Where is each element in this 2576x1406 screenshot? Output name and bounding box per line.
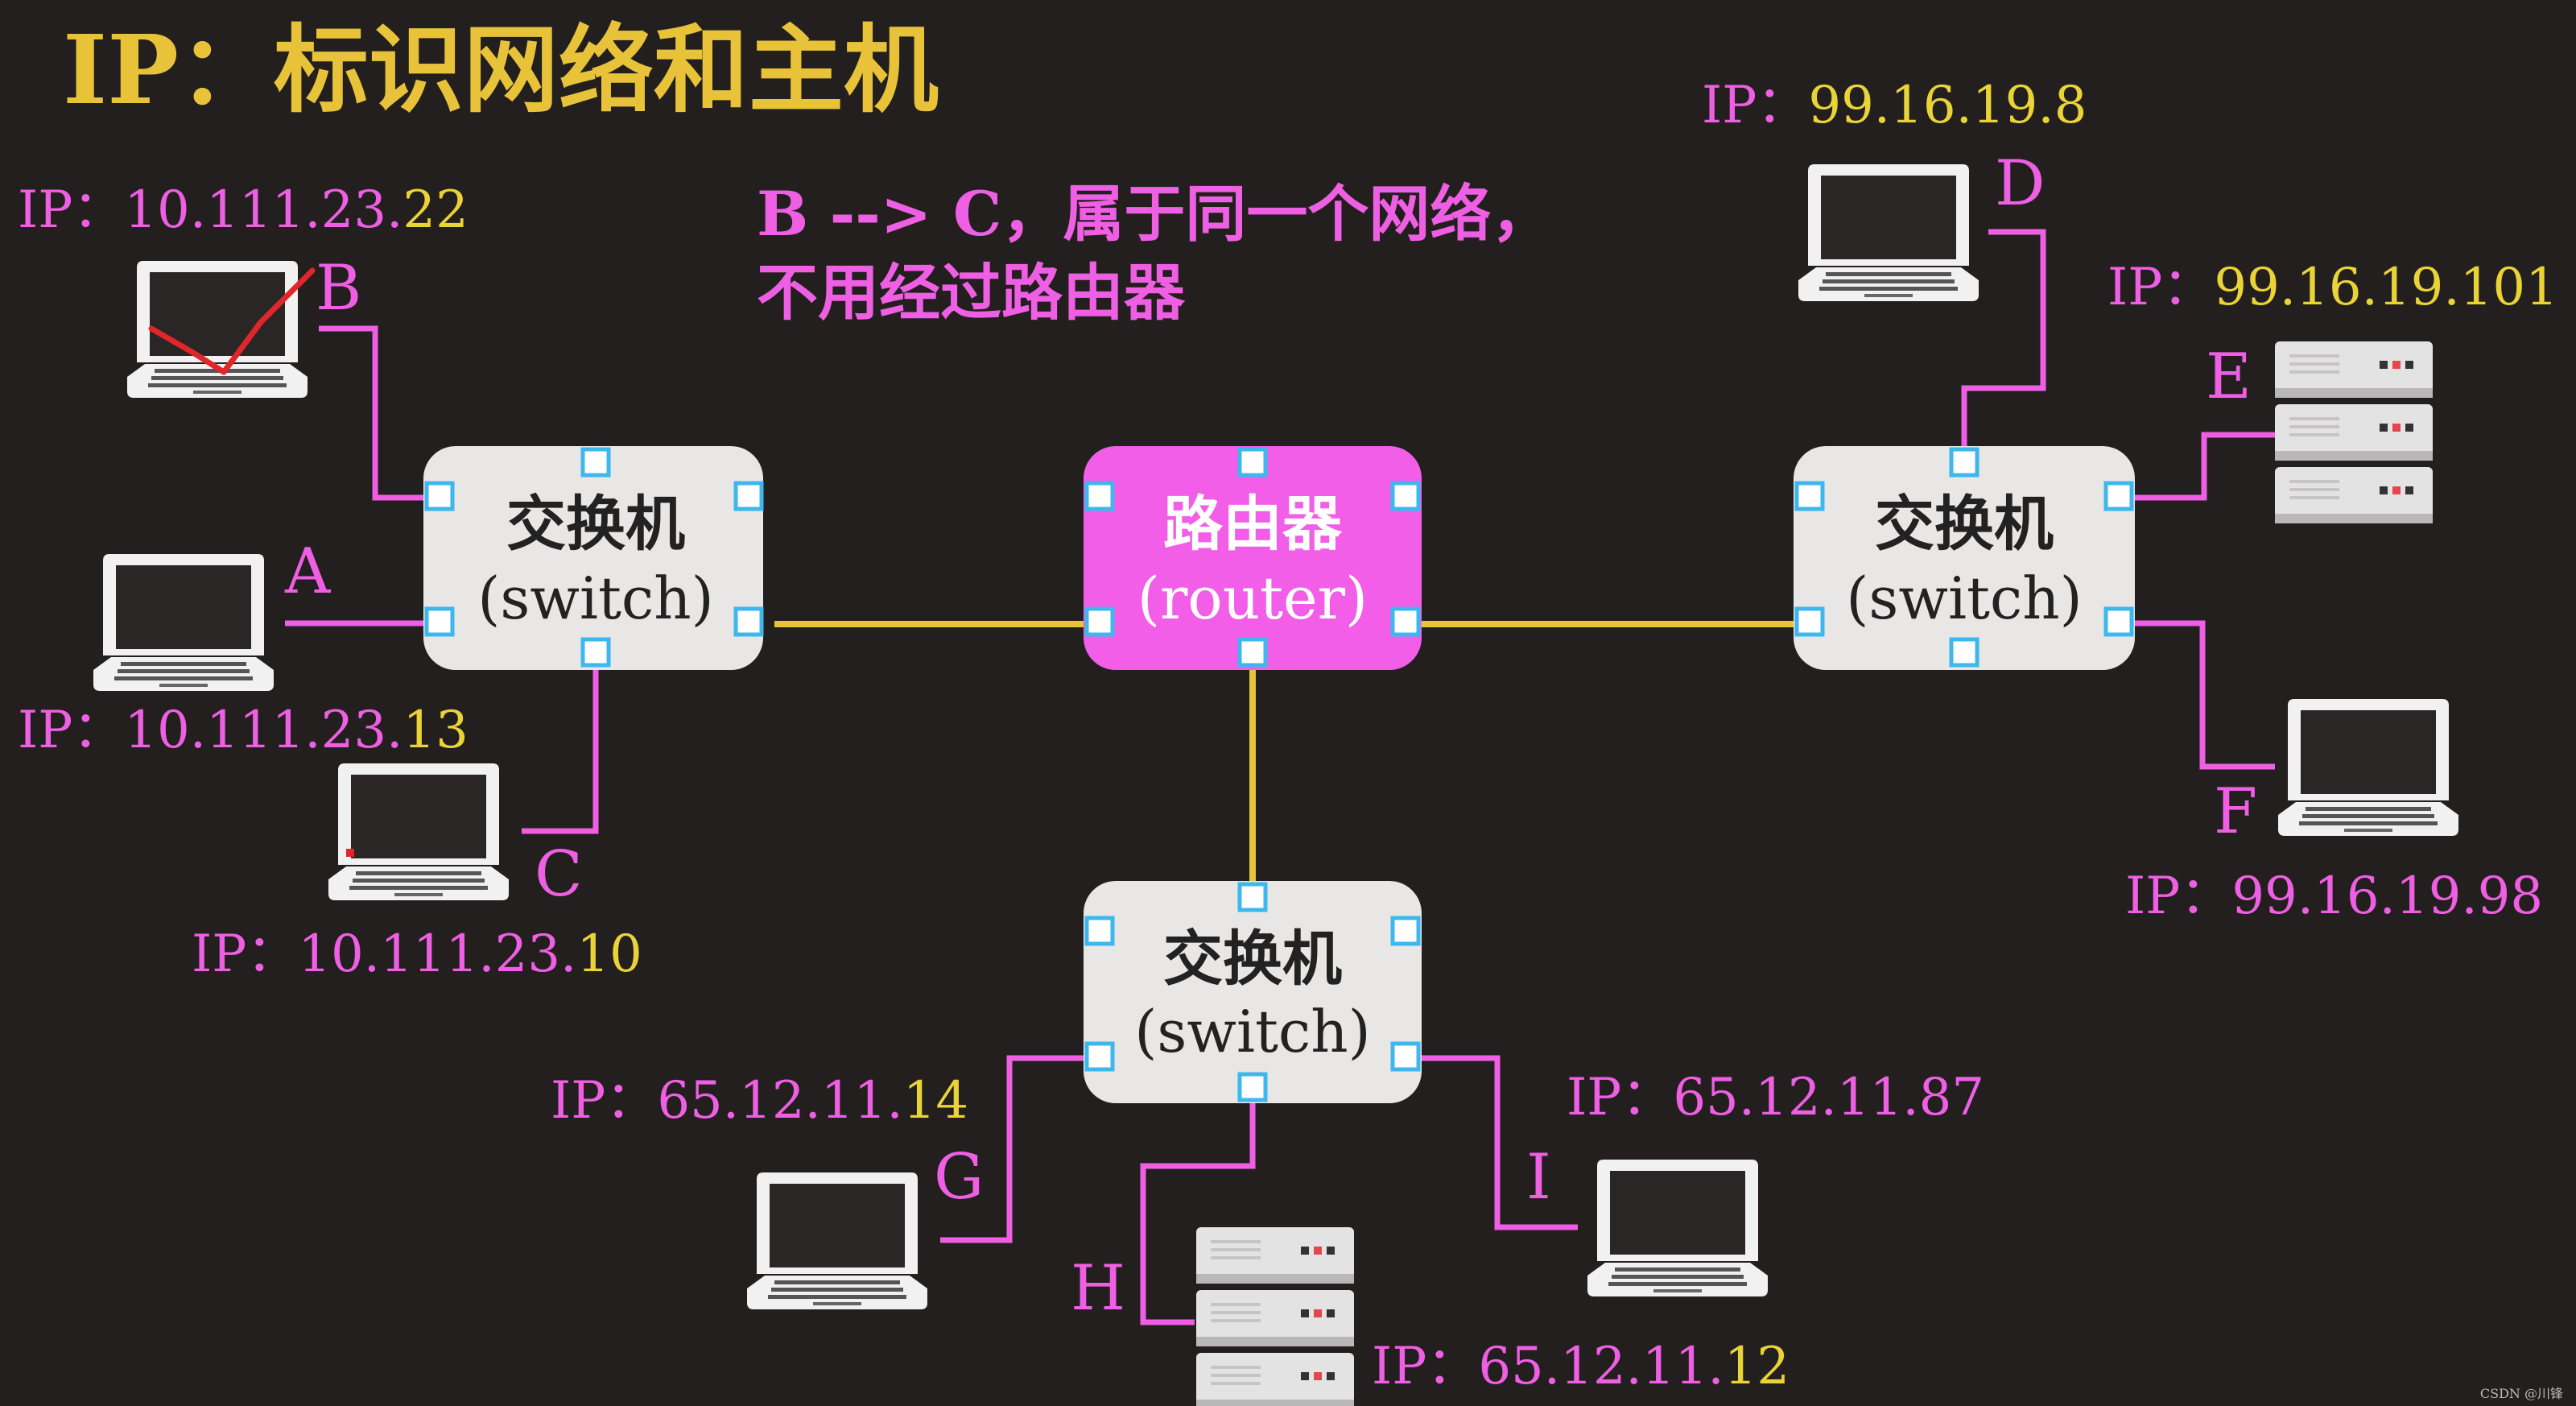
cursor-marker — [346, 849, 354, 857]
server-icon — [2275, 341, 2433, 523]
host-c-letter: C — [535, 838, 583, 911]
host-d-letter: D — [1995, 147, 2046, 220]
host-e: E IP：99.16.19.101 — [2107, 258, 2558, 523]
connections — [285, 229, 2275, 1325]
host-i-letter: I — [1526, 1141, 1551, 1214]
switch-left-sublabel: (switch) — [477, 564, 713, 632]
link-i — [1409, 1055, 1578, 1230]
router-label: 路由器 — [1163, 490, 1343, 559]
host-i-ip: IP：65.12.11.87 — [1567, 1068, 1984, 1127]
switch-right-label: 交换机 — [1875, 490, 2054, 559]
switch-right: 交换机 (switch) — [1794, 446, 2135, 670]
host-b-ip: IP：10.111.23.22 — [18, 180, 469, 240]
annotation-line-2: 不用经过路由器 — [757, 257, 1186, 329]
host-d-ip: IP：99.16.19.8 — [1702, 76, 2087, 135]
host-a-letter: A — [284, 536, 332, 608]
host-f-letter: F — [2214, 775, 2257, 848]
switch-left: 交换机 (switch) — [423, 446, 764, 670]
host-f-ip: IP：99.16.19.98 — [2125, 866, 2543, 926]
checkmark-icon — [148, 267, 316, 375]
link-g — [940, 1055, 1096, 1243]
link-c — [522, 654, 599, 834]
switch-bottom: 交换机 (switch) — [1084, 881, 1422, 1103]
switch-bottom-sublabel: (switch) — [1134, 998, 1370, 1065]
laptop-icon — [328, 763, 509, 900]
host-b: B IP：10.111.23.22 — [18, 180, 469, 398]
link-h — [1140, 1089, 1256, 1325]
router-sublabel: (router) — [1137, 564, 1368, 632]
laptop-icon — [2278, 699, 2458, 836]
laptop-icon — [1587, 1160, 1768, 1296]
switch-right-sublabel: (switch) — [1846, 564, 2082, 632]
host-h: H IP：65.12.11.12 — [1071, 1227, 1790, 1406]
switch-bottom-label: 交换机 — [1163, 924, 1342, 994]
host-h-letter: H — [1071, 1252, 1125, 1325]
link-e — [2122, 432, 2275, 501]
host-c-ip: IP：10.111.23.10 — [192, 924, 642, 984]
link-f — [2122, 620, 2275, 770]
host-g: G IP：65.12.11.14 — [551, 1071, 984, 1309]
host-a: A IP：10.111.23.13 — [18, 536, 469, 760]
host-g-ip: IP：65.12.11.14 — [551, 1071, 968, 1131]
link-b — [319, 325, 440, 501]
page-title: IP：标识网络和主机 — [63, 14, 939, 126]
host-e-ip: IP：99.16.19.101 — [2107, 258, 2558, 317]
router-node: 路由器 (router) — [1084, 446, 1422, 670]
host-c: C IP：10.111.23.10 — [192, 763, 642, 984]
link-d — [1961, 229, 2046, 469]
host-f: F IP：99.16.19.98 — [2125, 699, 2543, 926]
host-i: I IP：65.12.11.87 — [1526, 1068, 1984, 1296]
watermark: CSDN @川锋 — [2480, 1386, 2563, 1401]
host-a-ip: IP：10.111.23.13 — [18, 701, 469, 760]
server-icon — [1196, 1227, 1354, 1406]
host-h-ip: IP：65.12.11.12 — [1372, 1337, 1790, 1396]
host-b-letter: B — [316, 252, 361, 325]
laptop-icon — [1798, 164, 1979, 301]
host-g-letter: G — [934, 1141, 984, 1214]
host-d: D IP：99.16.19.8 — [1702, 76, 2087, 301]
laptop-icon — [747, 1172, 927, 1309]
switch-left-label: 交换机 — [506, 490, 685, 559]
annotation-line-1: B --> C，属于同一个网络， — [757, 178, 1552, 250]
host-e-letter: E — [2206, 341, 2252, 413]
laptop-icon — [93, 554, 274, 691]
